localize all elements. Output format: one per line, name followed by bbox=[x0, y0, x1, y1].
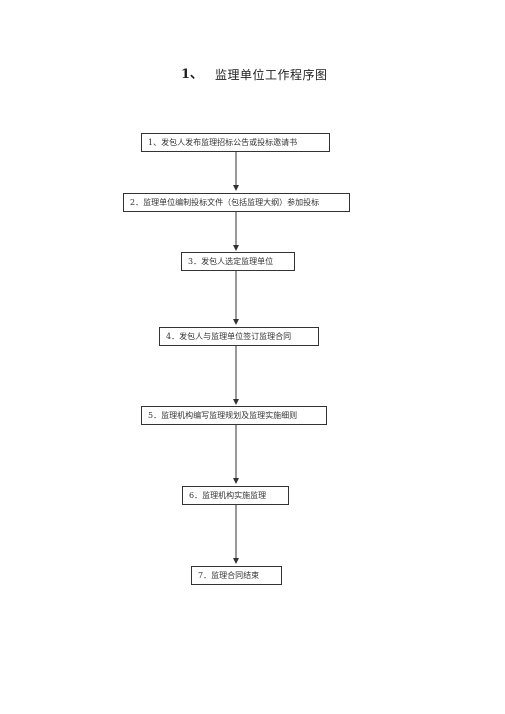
title-text: 监理单位工作程序图 bbox=[215, 68, 328, 82]
step-5-box: 5．监理机构编写监理规划及监理实施细则 bbox=[141, 406, 327, 425]
step-4-box: 4．发包人与监理单位签订监理合同 bbox=[159, 327, 319, 346]
step-6-box: 6．监理机构实施监理 bbox=[182, 486, 289, 505]
step-2-box: 2．监理单位编制投标文件（包括监理大纲）参加投标 bbox=[123, 193, 350, 212]
title-number: 1、 bbox=[181, 67, 204, 82]
step-7-box: 7．监理合同结束 bbox=[191, 566, 282, 585]
step-1-box: 1、发包人发布监理招标公告或投标邀请书 bbox=[141, 133, 330, 152]
step-3-box: 3．发包人选定监理单位 bbox=[181, 252, 295, 271]
diagram-title: 1、 监理单位工作程序图 bbox=[0, 64, 505, 88]
